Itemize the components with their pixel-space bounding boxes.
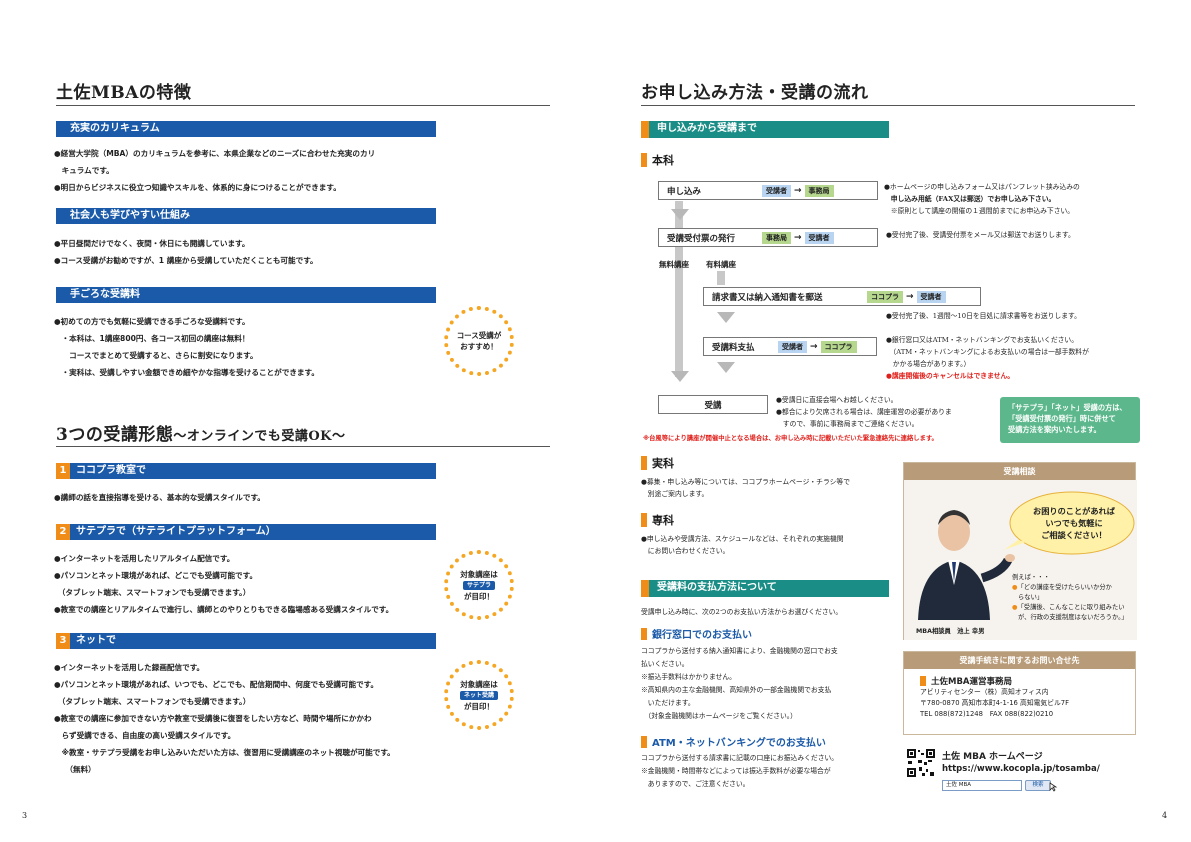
office-name: 土佐MBA運営事務局: [904, 669, 1135, 687]
typhoon-notice: ※台風等により講座が開催中止となる場合は、お申し込み時に記載いただいた緊急連絡先…: [643, 435, 938, 442]
step3-note: ●受付完了後、1週間～10日を目処に請求書等をお送りします。: [886, 312, 1081, 320]
flow-arrow-1: [671, 209, 689, 220]
honka-heading: 本科: [641, 152, 674, 168]
consult-panel: 受講相談 お困りのことがあれば いつでも気軽に ご相談ください！ 例えば・・・ …: [903, 462, 1137, 640]
bank-text: ココプラから送付する納入通知書により、金融機関の窓口でお支 払いください。 ※振…: [641, 647, 838, 720]
flow-step-receipt: 受講受付票の発行 事務局→受講者: [658, 228, 878, 247]
title-rule-2: [56, 446, 550, 447]
flow-step-payment: 受講料支払 受講者→ココプラ: [703, 337, 877, 356]
flow-line-main: [675, 201, 683, 377]
advisor-name: MBA相談員 池上 幸男: [916, 628, 985, 635]
payment-intro: 受講申し込み時に、次の2つのお支払い方法からお選びください。: [641, 608, 843, 616]
page-number-right: 4: [1162, 811, 1168, 820]
feature-system-text: ●平日昼間だけでなく、夜間・休日にも開講しています。 ●コース受講がお勧めですが…: [54, 239, 318, 265]
senka-text: ●申し込みや受講方法、スケジュールなどは、それぞれの実施機関 にお問い合わせくだ…: [641, 535, 844, 555]
feature-header-fee: 手ごろな受講料: [56, 287, 436, 303]
page-title-flow: お申し込み方法・受講の流れ: [641, 83, 869, 103]
step2-note: ●受付完了後、受講受付票をメール又は郵送でお送りします。: [886, 231, 1075, 239]
feature-fee-text: ●初めての方でも気軽に受講できる手ごろな受講料です。 ・本科は、1講座800円、…: [54, 317, 319, 377]
flow-arrow-3: [717, 312, 735, 323]
consult-examples: 例えば・・・ ●「どの講座を受けたらいいか分か らない」 ●「受講後、こんなこと…: [1012, 574, 1128, 621]
consult-header: 受講相談: [904, 463, 1135, 480]
step4-notes: ●銀行窓口又はATM・ネットバンキングでお支払いください。 （ATM・ネットバン…: [886, 336, 1089, 380]
page-title-features: 土佐MBAの特徴: [56, 83, 192, 103]
advisor-illustration: [904, 480, 1137, 640]
jikka-heading: 実科: [641, 455, 674, 471]
atm-heading: ATM・ネットバンキングでのお支払い: [641, 734, 826, 749]
qr-code-icon: [906, 748, 936, 778]
badge-course-recommend: コース受講が おすすめ！: [444, 306, 514, 376]
flow-line-paid: [717, 271, 725, 285]
free-course-label: 無料講座: [659, 260, 689, 269]
title-rule-right: [641, 105, 1135, 106]
flow-step-attend: 受講: [658, 395, 768, 414]
search-input[interactable]: 土佐 MBA: [942, 780, 1022, 791]
page-title-forms: 3つの受講形態～オンラインでも受講OK～: [56, 425, 346, 445]
flow-header: 申し込みから受講まで: [641, 121, 889, 138]
feature-header-system: 社会人も学びやすい仕組み: [56, 208, 436, 224]
senka-heading: 専科: [641, 512, 674, 528]
badge-net-mark: 対象講座は ネット受講 が目印！: [444, 660, 514, 730]
contact-header: 受講手続きに関するお問い合せ先: [904, 652, 1135, 669]
green-info-box: 「サテプラ」「ネット」受講の方は、 「受講受付票の発行」時に併せて 受講方法を案…: [1000, 397, 1140, 443]
page-number-left: 3: [22, 811, 28, 820]
flow-arrow-free: [671, 371, 689, 382]
paid-course-label: 有料講座: [706, 260, 736, 269]
title-rule: [56, 105, 550, 106]
homepage-url[interactable]: https://www.kocopla.jp/tosamba/: [942, 764, 1100, 774]
payment-header: 受講料の支払方法について: [641, 580, 889, 597]
flow-step-invoice: 請求書又は納入通知書を郵送 ココプラ→受講者: [703, 287, 981, 306]
flow-arrow-4: [717, 362, 735, 373]
bank-heading: 銀行窓口でのお支払い: [641, 626, 752, 641]
feature-header-curriculum: 充実のカリキュラム: [56, 121, 436, 137]
form-classroom-text: ●講師の話を直接指導を受ける、基本的な受講スタイルです。: [54, 493, 265, 502]
step1-notes: ●ホームページの申し込みフォーム又はパンフレット挟み込みの 申し込み用紙（FAX…: [884, 183, 1080, 215]
homepage-label: 土佐 MBA ホームページ: [942, 752, 1043, 762]
feature-curriculum-text: ●経営大学院（MBA）のカリキュラムを参考に、本県企業などのニーズに合わせた充実…: [54, 149, 376, 192]
badge-satepura-mark: 対象講座は サテプラ が目印！: [444, 550, 514, 620]
flow-step-apply: 申し込み 受講者→事務局: [658, 181, 878, 200]
cursor-icon: [1049, 782, 1059, 792]
form-satepura-text: ●インターネットを活用したリアルタイム配信です。 ●パソコンとネット環境があれば…: [54, 554, 394, 614]
speech-bubble: お困りのことがあれば いつでも気軽に ご相談ください！: [1033, 506, 1115, 540]
form-net-text: ●インターネットを活用した録画配信です。 ●パソコンとネット環境があれば、いつで…: [54, 663, 395, 774]
atm-text: ココプラから送付する請求書に記載の口座にお振込みください。 ※金融機関・時間帯な…: [641, 754, 839, 788]
contact-panel: 受講手続きに関するお問い合せ先 土佐MBA運営事務局 アビリティセンター（株）高…: [903, 651, 1136, 735]
search-button[interactable]: 検索: [1025, 780, 1051, 791]
office-info: アビリティセンター（株）高知オフィス内 〒780-0870 高知市本町4-1-1…: [920, 688, 1070, 718]
step5-notes: ●受講日に直接会場へお越しください。 ●都合により欠席される場合は、講座運営の必…: [776, 396, 952, 428]
jikka-text: ●募集・申し込み等については、ココプラホームページ・チラシ等で 別途ご案内します…: [641, 478, 851, 498]
